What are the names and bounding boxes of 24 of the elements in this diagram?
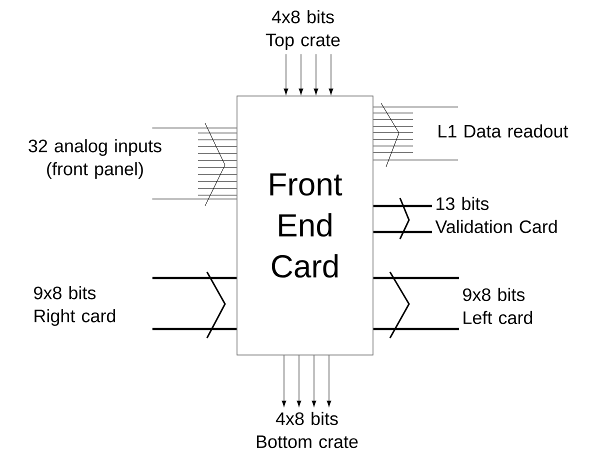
card-box: Front End Card xyxy=(236,96,374,356)
signal-label: 4x8 bits Bottom crate xyxy=(256,412,358,448)
arrow xyxy=(298,54,304,95)
bus-line xyxy=(373,328,459,330)
arrow xyxy=(328,54,334,95)
signal-label: 4x8 bits Top crate xyxy=(266,10,340,50)
bus-line xyxy=(373,230,432,234)
bus-line xyxy=(373,106,458,108)
bus-line xyxy=(152,328,237,330)
arrow xyxy=(312,355,316,407)
signal-label: 13 bits Validation Card xyxy=(435,196,557,234)
arrow xyxy=(326,355,332,407)
arrow xyxy=(314,54,318,95)
signal-label: 9x8 bits Left card xyxy=(463,288,532,324)
arrow xyxy=(284,54,288,95)
bus-line xyxy=(373,276,459,280)
bus-line xyxy=(152,198,237,200)
signal-label: 9x8 bits Right card xyxy=(34,286,116,326)
arrow xyxy=(282,355,286,407)
arrow xyxy=(296,355,302,407)
bus-line xyxy=(152,276,237,280)
bus-line xyxy=(373,204,432,208)
signal-label: 32 analog inputs (front panel) xyxy=(28,139,162,179)
signal-label: L1 Data readout xyxy=(438,124,568,138)
